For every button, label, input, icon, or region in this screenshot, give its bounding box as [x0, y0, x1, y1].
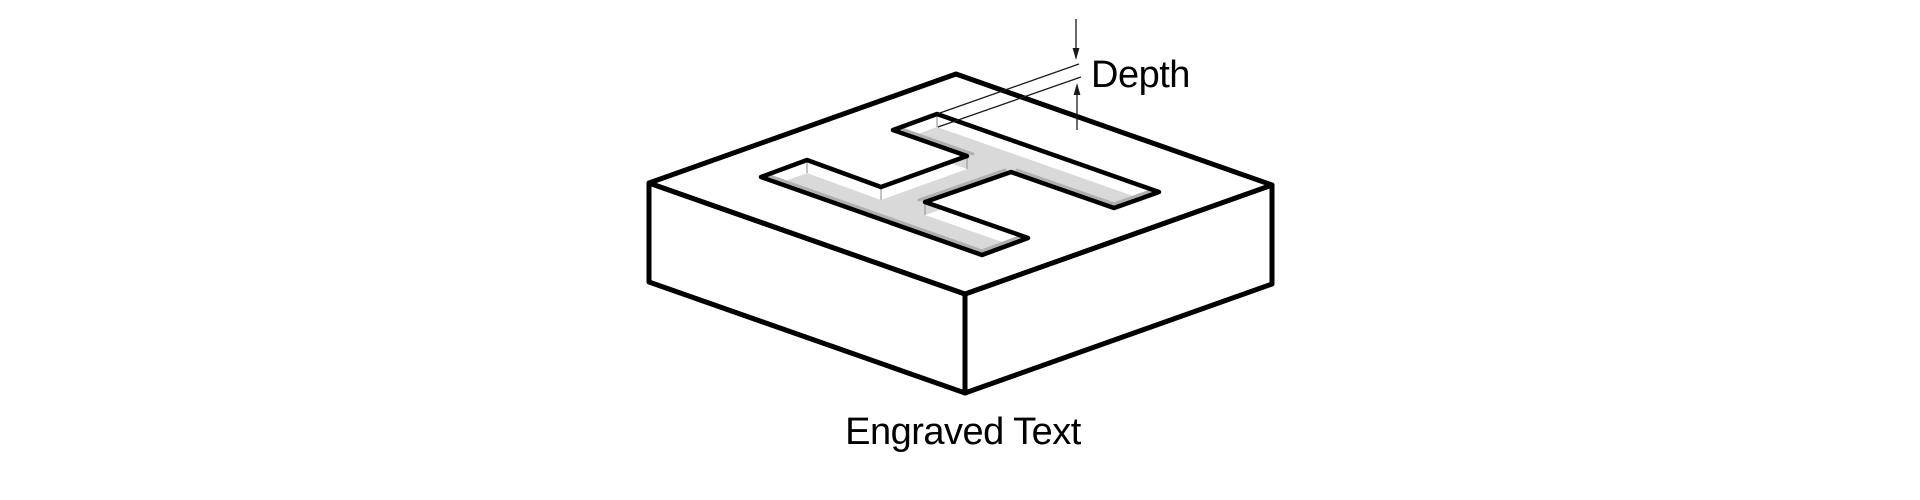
engraved-letter-outline — [758, 111, 1162, 258]
depth-arrow-down — [1072, 19, 1080, 60]
caption-engraved-text: Engraved Text — [845, 411, 1082, 453]
depth-dimension: Depth — [936, 19, 1190, 130]
depth-label: Depth — [1091, 54, 1190, 96]
floor-shadow-lines — [765, 126, 1155, 255]
depth-arrow-up — [1073, 83, 1081, 130]
depth-extension-line-bottom — [937, 76, 1082, 128]
depth-extension-line-top — [936, 63, 1080, 115]
